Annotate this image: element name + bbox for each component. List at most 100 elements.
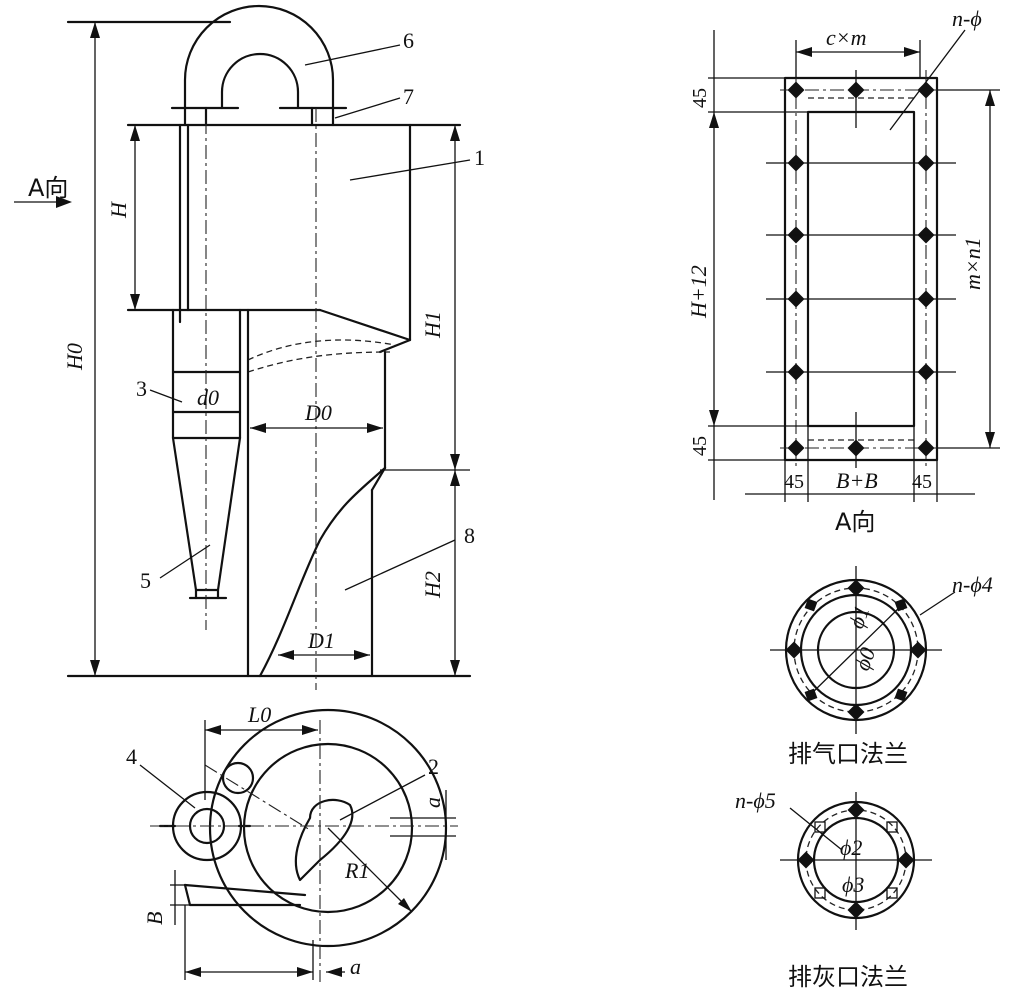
part-3-label: 3 xyxy=(136,376,147,401)
dim-D0-label: D0 xyxy=(304,400,332,425)
outlet-pipe-inner xyxy=(220,52,300,110)
dim-D1-arrow-left xyxy=(278,650,294,660)
part-7-label: 7 xyxy=(403,84,414,109)
ash-hole-label: n-ϕ5 xyxy=(735,788,776,813)
a-view-inner-rect xyxy=(806,110,916,428)
dim-left-arrow-2 xyxy=(709,410,719,426)
dim-H0-label: H0 xyxy=(62,343,87,371)
ash-bolt-holes xyxy=(797,801,915,919)
dim-bot-right-label: 45 xyxy=(912,471,932,493)
dim-H2-arrow-top xyxy=(450,470,460,486)
dim-D1-arrow-right xyxy=(354,650,370,660)
ash-caption: 排灰口法兰 xyxy=(788,963,908,991)
dim-R1-line xyxy=(327,827,413,913)
direction-label: A向 xyxy=(28,174,68,202)
a-view-flange: c×m n-ϕ 45 H+12 45 m×n1 45 B+B 45 A向 xyxy=(686,6,1000,536)
dim-H1-label: H1 xyxy=(420,311,445,339)
bolt-hole xyxy=(917,81,935,99)
exhaust-flange-view: ϕ0 ϕ1 n-ϕ4 排气口法兰 xyxy=(770,566,993,768)
dim-right-arrow-bottom xyxy=(985,432,995,448)
dim-L0-arrow-left xyxy=(205,725,221,735)
leader-3 xyxy=(149,389,183,403)
plan-view: L0 a R1 B a 4 2 xyxy=(126,702,458,982)
part-5-label: 5 xyxy=(140,568,151,593)
leader-1 xyxy=(349,159,471,181)
leader-n-phi4 xyxy=(919,591,956,616)
dim-R1-arrow xyxy=(398,898,412,912)
dim-D1-label: D1 xyxy=(307,628,335,653)
exhaust-hole-label: n-ϕ4 xyxy=(952,572,993,597)
n-phi-label: n-ϕ xyxy=(952,6,982,31)
dim-left-top-label: 45 xyxy=(689,88,711,108)
dim-H-label: H xyxy=(106,201,131,219)
dim-H0-arrow-top xyxy=(90,22,100,38)
dim-cm-label: c×m xyxy=(826,25,867,50)
dim-d0-label: d0 xyxy=(197,385,219,410)
dim-H1-arrow-top xyxy=(450,125,460,141)
leader-8 xyxy=(344,539,456,591)
cone-curve xyxy=(258,466,387,678)
plan-inner-circle xyxy=(242,742,414,914)
plan-inlet-lower xyxy=(183,883,302,907)
dim-H2-arrow-bottom xyxy=(450,660,460,676)
dim-bot-left-label: 45 xyxy=(784,471,804,493)
leader-n-phi xyxy=(889,29,966,131)
leader-7 xyxy=(334,97,401,119)
dim-L0-arrow-right xyxy=(302,725,318,735)
dim-H2-label: H2 xyxy=(420,571,445,599)
part-1-label: 1 xyxy=(474,145,485,170)
part-6-label: 6 xyxy=(403,28,414,53)
dim-bot-mid-label: B+B xyxy=(836,468,878,493)
bolt-hole xyxy=(917,439,935,457)
leader-6 xyxy=(304,44,401,66)
plan-collector-inner xyxy=(188,807,226,845)
main-elevation-view: H0 H H1 H2 d0 D0 D1 A向 6 7 xyxy=(14,4,485,690)
ash-flange-view: n-ϕ5 ϕ2 ϕ3 排灰口法兰 xyxy=(735,788,932,991)
bolt-hole xyxy=(787,81,805,99)
dim-cm-arrow-left xyxy=(796,47,812,57)
leader-4 xyxy=(139,764,196,809)
direction-arrow-head xyxy=(56,196,72,208)
dim-H0-arrow-bottom xyxy=(90,660,100,676)
exhaust-caption: 排气口法兰 xyxy=(788,740,908,768)
dim-left-arrow-1 xyxy=(709,112,719,128)
exhaust-diag-dim xyxy=(809,604,903,696)
dim-left-bottom-label: 45 xyxy=(689,436,711,456)
leader-5 xyxy=(159,544,211,579)
exhaust-bolt-holes xyxy=(785,579,927,721)
plan-small-pipe xyxy=(221,761,255,795)
dim-D0-arrow-right xyxy=(367,423,383,433)
outlet-pipe-outer xyxy=(183,4,335,110)
dim-L0-label: L0 xyxy=(247,702,271,727)
hidden-spiral-line xyxy=(247,339,396,361)
dim-a-bottom-label: a xyxy=(350,954,361,979)
leader-n-phi5 xyxy=(789,807,843,851)
exhaust-d-inner-label: ϕ1 xyxy=(843,602,874,632)
part-2-label: 2 xyxy=(428,754,439,779)
dim-B-label: B xyxy=(142,912,167,925)
dim-right-arrow-top xyxy=(985,90,995,106)
dim-cm-arrow-right xyxy=(904,47,920,57)
dim-a-bottom-arrow xyxy=(326,967,342,977)
dim-H1-arrow-bottom xyxy=(450,454,460,470)
body-transition xyxy=(318,308,412,354)
ash-d-inner-label: ϕ2 xyxy=(840,835,862,860)
hidden-spiral-line-2 xyxy=(247,351,391,373)
exhaust-d-outer-label: ϕ0 xyxy=(849,644,880,674)
a-view-bolt-holes xyxy=(787,81,935,457)
dim-H-arrow-top xyxy=(130,125,140,141)
dim-bottom-arrow-right xyxy=(297,967,313,977)
plan-diag-centerline xyxy=(204,764,311,831)
a-view-caption: A向 xyxy=(835,508,875,536)
dim-H-arrow-bottom xyxy=(130,294,140,310)
leader-2 xyxy=(339,774,426,821)
cone-edge xyxy=(370,466,387,492)
dim-bottom-arrow-left xyxy=(185,967,201,977)
a-view-hole-cross-marks xyxy=(766,70,956,468)
ash-d-outer-label: ϕ3 xyxy=(842,872,864,897)
a-view-outer-rect xyxy=(783,76,939,462)
part-4-label: 4 xyxy=(126,744,137,769)
dim-R1-label: R1 xyxy=(344,858,369,883)
dim-D0-arrow-left xyxy=(250,423,266,433)
